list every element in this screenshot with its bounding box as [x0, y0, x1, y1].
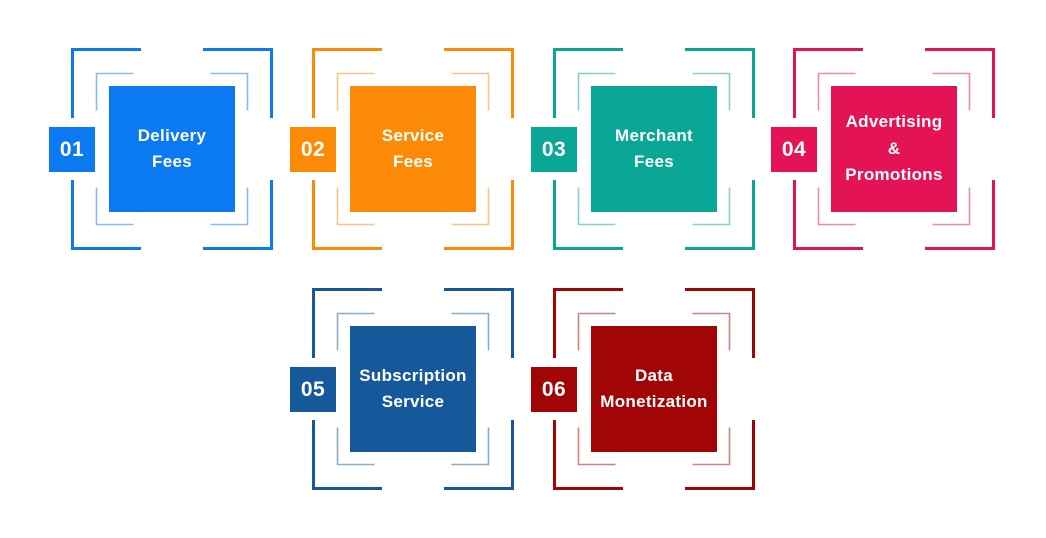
- item-number-badge: 02: [290, 127, 336, 172]
- item-number-badge: 04: [771, 127, 817, 172]
- item-card: Data Monetization: [591, 326, 717, 452]
- item-label: Service Fees: [381, 125, 445, 171]
- corner-frame-decoration: [71, 48, 273, 250]
- item-label: Subscription Service: [359, 365, 467, 411]
- diagram-item: Merchant Fees 03: [531, 48, 755, 250]
- corner-frame-decoration: [793, 48, 995, 250]
- item-card: Merchant Fees: [591, 86, 717, 212]
- item-number-badge: 01: [49, 127, 95, 172]
- corner-frame-decoration: [312, 288, 514, 490]
- corner-frame-decoration: [553, 48, 755, 250]
- diagram-item: Advertising & Promotions 04: [771, 48, 995, 250]
- item-label: Merchant Fees: [615, 125, 693, 171]
- diagram-item: Subscription Service 05: [290, 288, 514, 490]
- item-number-badge: 06: [531, 367, 577, 412]
- item-label: Advertising & Promotions: [845, 112, 943, 185]
- corner-frame-decoration: [553, 288, 755, 490]
- diagram-item: Data Monetization 06: [531, 288, 755, 490]
- item-card: Subscription Service: [350, 326, 476, 452]
- diagram-item: Service Fees 02: [290, 48, 514, 250]
- item-label: Delivery Fees: [137, 125, 207, 171]
- item-card: Advertising & Promotions: [831, 86, 957, 212]
- item-card: Delivery Fees: [109, 86, 235, 212]
- item-label: Data Monetization: [600, 365, 708, 411]
- item-number-badge: 05: [290, 367, 336, 412]
- item-card: Service Fees: [350, 86, 476, 212]
- diagram-item: Delivery Fees 01: [49, 48, 273, 250]
- item-number-badge: 03: [531, 127, 577, 172]
- corner-frame-decoration: [312, 48, 514, 250]
